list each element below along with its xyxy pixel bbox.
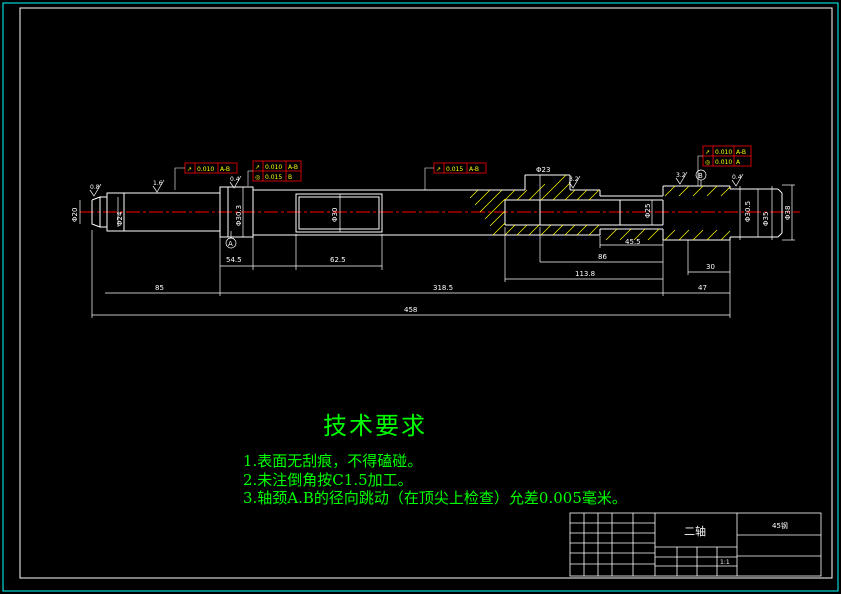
section-hatch bbox=[469, 174, 731, 241]
roughness-symbols bbox=[89, 171, 744, 197]
frame1-symbol: ↗ bbox=[187, 166, 192, 173]
dim-left-journal: Φ24 bbox=[116, 211, 124, 226]
requirements-title: 技术要求 bbox=[323, 412, 427, 440]
frame4a-value: 0.010 bbox=[715, 149, 732, 156]
roughness-2: 1.6 bbox=[153, 180, 163, 187]
frame2b-value: 0.015 bbox=[265, 174, 282, 181]
frame4b-value: 0.010 bbox=[715, 159, 732, 166]
dim-right-journal2: Φ35 bbox=[762, 212, 770, 226]
frame3-value: 0.015 bbox=[446, 166, 463, 173]
dim-bore-small: Φ23 bbox=[536, 166, 550, 174]
leader-lines bbox=[174, 155, 703, 190]
dim-85: 85 bbox=[155, 284, 164, 292]
frame3-datum: A-B bbox=[469, 166, 479, 173]
frame1-value: 0.010 bbox=[197, 166, 214, 173]
dim-458: 458 bbox=[404, 306, 417, 314]
dim-left-end: Φ20 bbox=[71, 208, 79, 222]
requirement-item-1: 1.表面无刮痕，不得磕碰。 bbox=[243, 452, 423, 470]
dimension-lines bbox=[79, 175, 795, 318]
frame4a-symbol: ↗ bbox=[705, 149, 710, 156]
dim-shoulder: Φ30.3 bbox=[235, 205, 243, 226]
frame2a-datum: A-B bbox=[288, 164, 298, 171]
tolerance-frames bbox=[184, 145, 752, 182]
frame3-symbol: ↗ bbox=[436, 166, 441, 173]
requirement-item-2: 2.未注倒角按C1.5加工。 bbox=[243, 471, 413, 489]
part-material: 45钢 bbox=[772, 521, 788, 530]
dim-47: 47 bbox=[698, 284, 707, 292]
dim-30: 30 bbox=[706, 263, 715, 271]
datum-a: A bbox=[228, 240, 233, 248]
dim-45-5: 45.5 bbox=[625, 238, 641, 246]
frame4a-datum: A-B bbox=[736, 149, 746, 156]
roughness-4: 3.2 bbox=[569, 176, 579, 183]
dim-right-journal: Φ30.5 bbox=[744, 201, 752, 222]
dim-bore: Φ25 bbox=[644, 204, 652, 218]
frame2a-value: 0.010 bbox=[265, 164, 282, 171]
dim-54-5: 54.5 bbox=[226, 256, 242, 264]
dim-318-5: 318.5 bbox=[433, 284, 453, 292]
frame2a-symbol: ↗ bbox=[255, 164, 260, 171]
dim-right-end: Φ38 bbox=[784, 206, 792, 220]
datum-markers bbox=[225, 169, 707, 249]
roughness-5: 3.2 bbox=[676, 172, 686, 179]
roughness-3: 0.4 bbox=[230, 176, 240, 183]
requirement-item-3: 3.轴颈A.B的径向跳动（在顶尖上检查）允差0.005毫米。 bbox=[243, 489, 627, 507]
sheet-inner-border bbox=[19, 7, 833, 579]
dim-113-8: 113.8 bbox=[575, 270, 595, 278]
shaft-outline bbox=[91, 174, 783, 241]
frame2b-datum: B bbox=[288, 174, 292, 181]
datum-b: B bbox=[698, 172, 703, 180]
frame4b-symbol: ◎ bbox=[705, 159, 710, 166]
frame4b-datum: A bbox=[736, 159, 741, 166]
roughness-1: 0.8 bbox=[90, 184, 100, 191]
frame1-datum: A-B bbox=[220, 166, 230, 173]
part-scale: 1:1 bbox=[720, 559, 730, 566]
part-name: 二轴 bbox=[684, 524, 706, 538]
frame2b-symbol: ◎ bbox=[255, 174, 260, 181]
title-block bbox=[569, 512, 822, 577]
dim-86: 86 bbox=[598, 253, 607, 261]
roughness-6: 0.4 bbox=[732, 174, 742, 181]
dim-62-5: 62.5 bbox=[330, 256, 346, 264]
dim-keyway: Φ30 bbox=[331, 208, 339, 222]
